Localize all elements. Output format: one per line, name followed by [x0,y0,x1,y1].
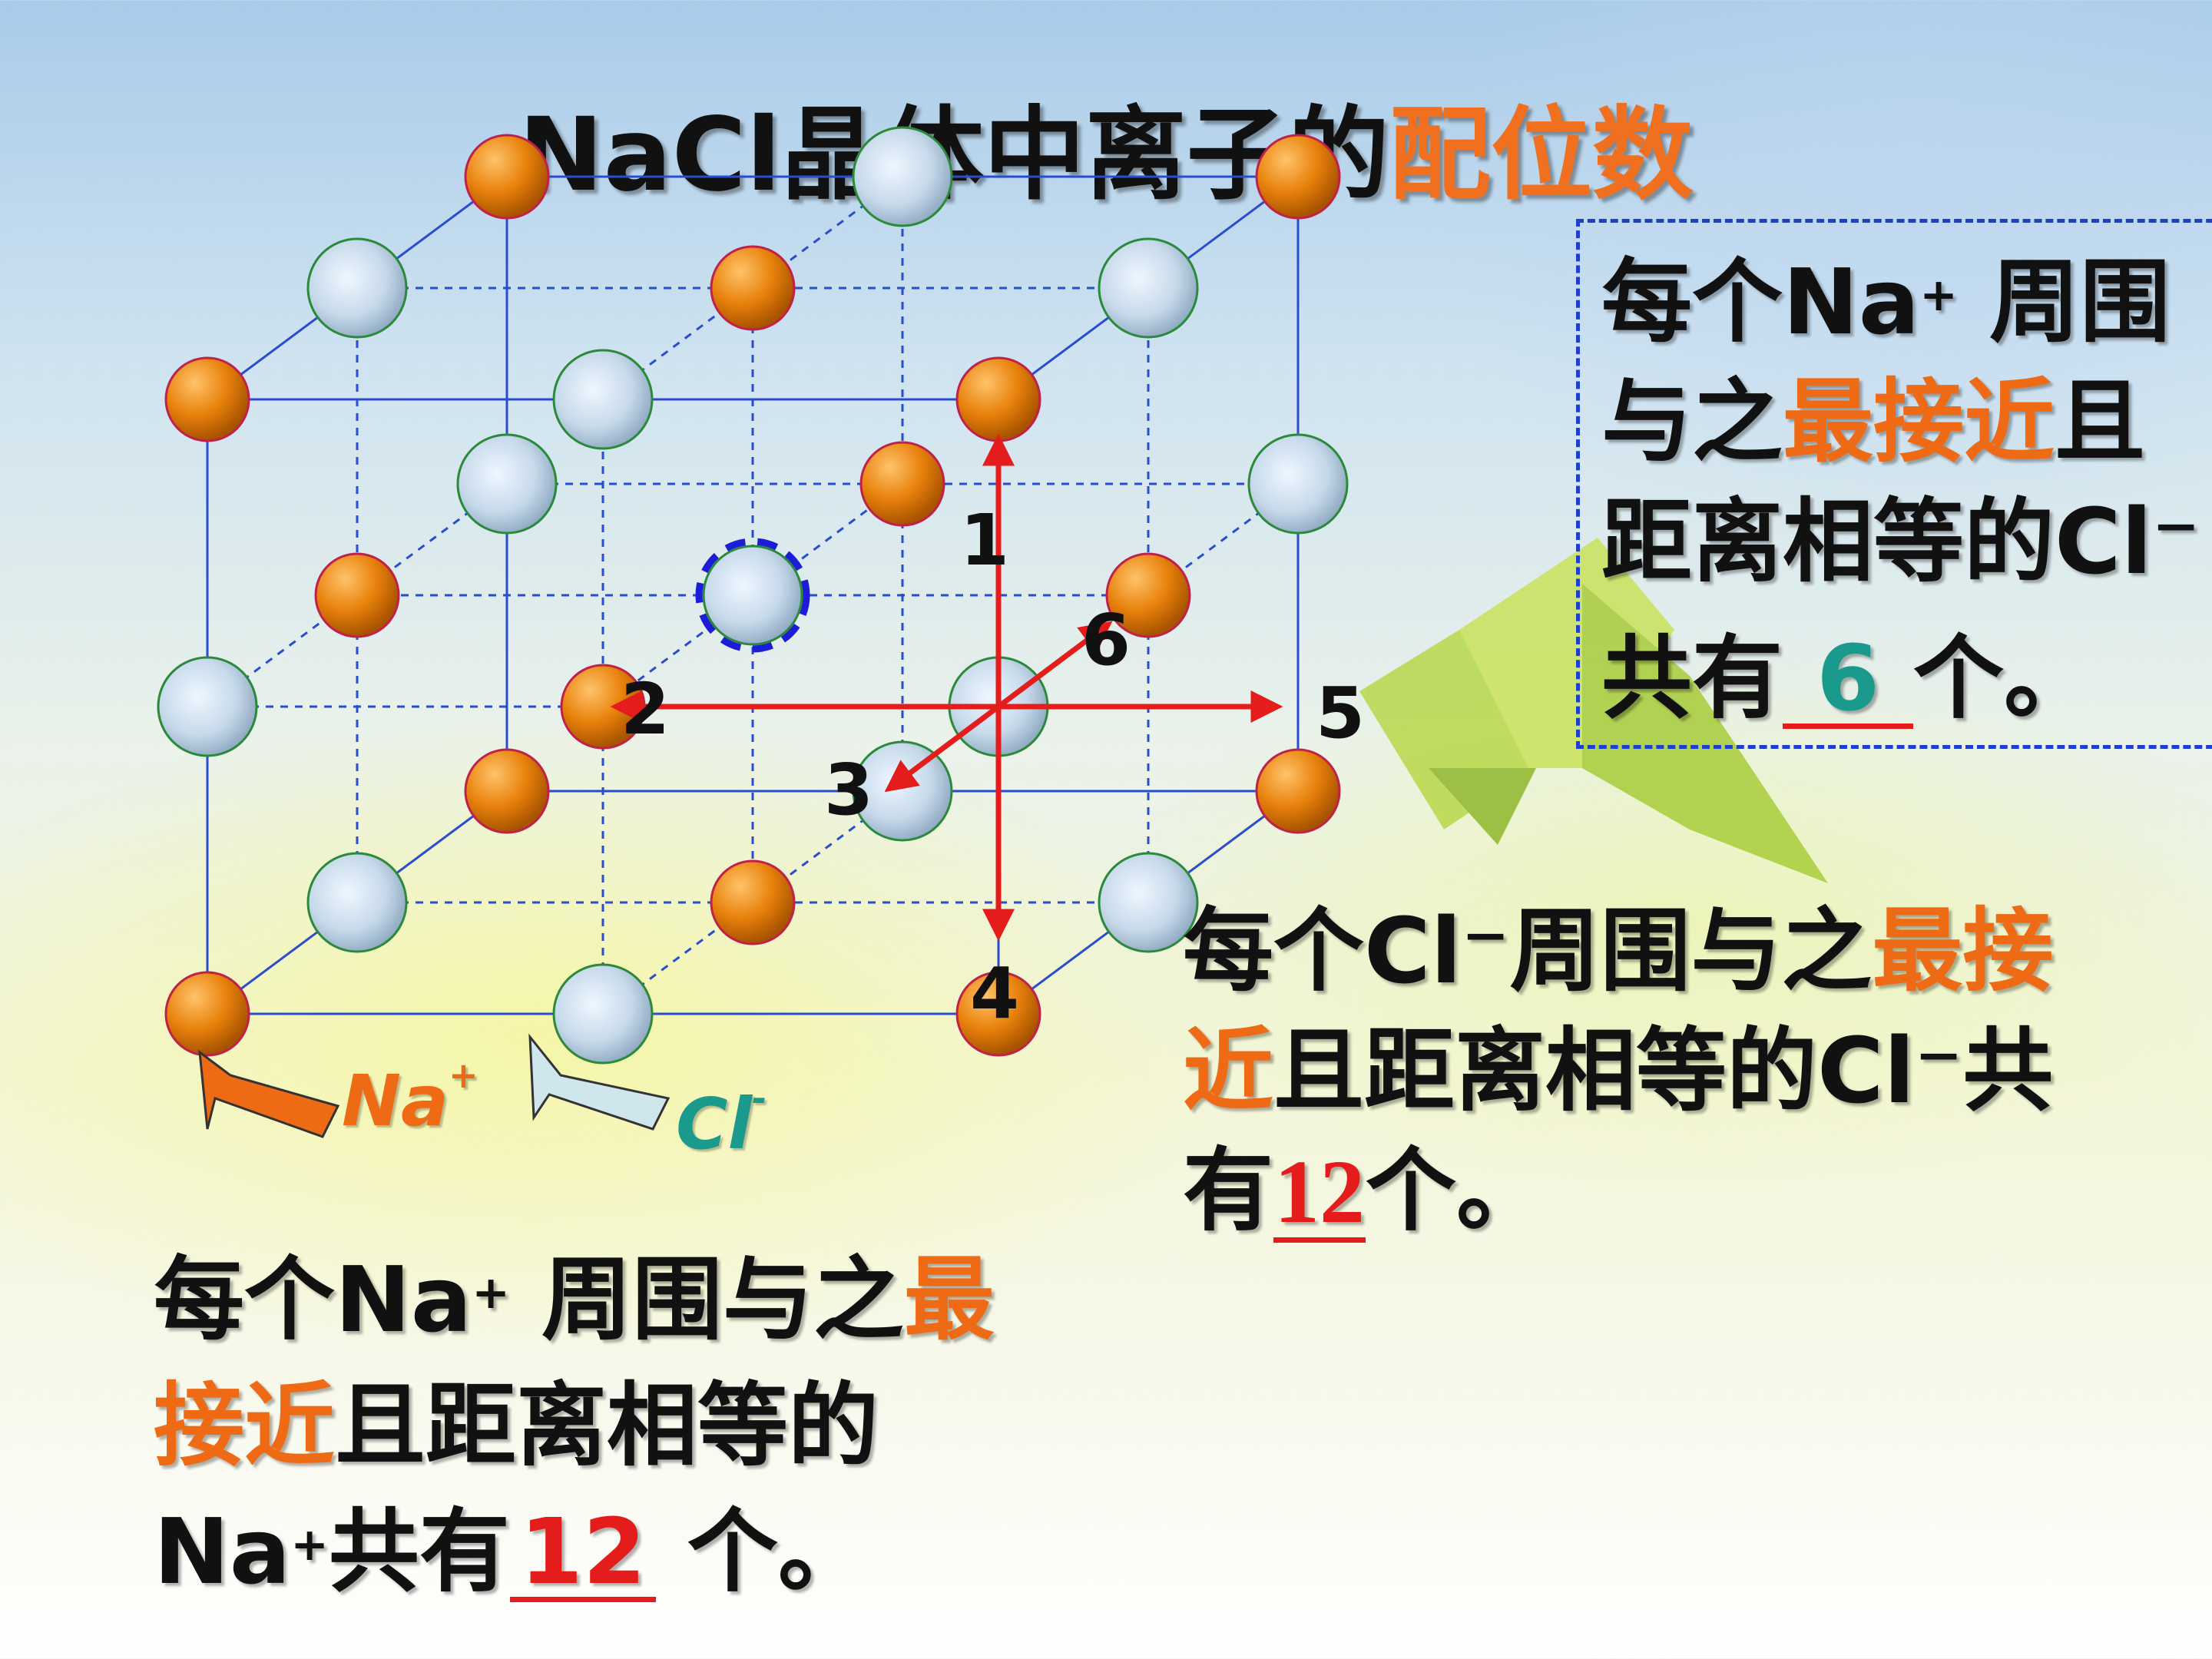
page-title: NaCl晶体中离子的配位数 [0,73,2212,220]
na-ion [1255,134,1341,220]
box-line-3: 距离相等的Cl⁻ [1601,488,2200,594]
na-ion [464,748,550,834]
cl-ion [552,963,654,1065]
na-ion [464,134,550,220]
na-ion [1105,552,1191,638]
axis-label-5: 5 [1316,672,1365,754]
cl-line-1: 每个Cl⁻周围与之最接 [1183,898,2054,1004]
cl-legend-arrow [528,1033,671,1131]
cl-line-2: 近且距离相等的Cl⁻共 [1183,1018,2054,1124]
cl-ion [1247,433,1349,535]
dashed-answer-box [1576,219,2212,749]
cl-ion [157,656,258,757]
box-line-2: 与之最接近且 [1601,369,2146,475]
na-ion [1255,748,1341,834]
arrow-back [996,621,1113,709]
axis-label-6: 6 [1081,599,1131,681]
title-highlight: 配位数 [1389,96,1694,214]
axis-label-1: 1 [960,499,1009,581]
na-ion [164,971,250,1057]
na-ion [955,971,1041,1057]
axis-label-4: 4 [970,952,1019,1035]
na-line-2: 接近且距离相等的 [154,1373,879,1479]
na-ion [710,859,796,945]
na-answer: 12 [509,1506,656,1602]
na-legend-arrow [198,1049,340,1138]
cl-ion [1098,852,1199,953]
lattice-edge [602,790,903,1015]
arrow-front [884,704,1001,793]
na-ion [314,552,400,638]
cl-ion [552,349,654,450]
box-line-1: 每个Na+ 周围 [1601,249,2171,355]
na-line-1: 每个Na+ 周围与之最 [154,1247,995,1353]
axis-label-3: 3 [824,749,873,831]
legend-cl-label: Cl- [676,1078,767,1165]
center-ion-highlight [695,538,810,653]
box-answer: 6 [1783,633,1914,729]
lattice-edge [602,175,903,401]
na-ion [710,245,796,331]
lattice-edge [602,482,903,708]
cl-ion [702,545,803,646]
axis-label-2: 2 [621,668,670,750]
title-main: NaCl晶体中离子的 [518,96,1389,214]
na-ion [859,441,945,527]
cl-line-3: 有12个。 [1183,1137,1548,1243]
cl-ion [306,852,408,953]
lattice-edge [207,482,508,708]
cl-ion [1098,237,1199,339]
na-ion [164,356,250,442]
cl-statement: 每个Cl⁻周围与之最接 近且距离相等的Cl⁻共 有12个。 [1183,891,2053,1250]
cl-ion [852,126,953,227]
cl-answer: 12 [1273,1141,1366,1243]
cl-ion [306,237,408,339]
legend-na-label: Na+ [342,1055,478,1142]
cl-ion [456,433,558,535]
